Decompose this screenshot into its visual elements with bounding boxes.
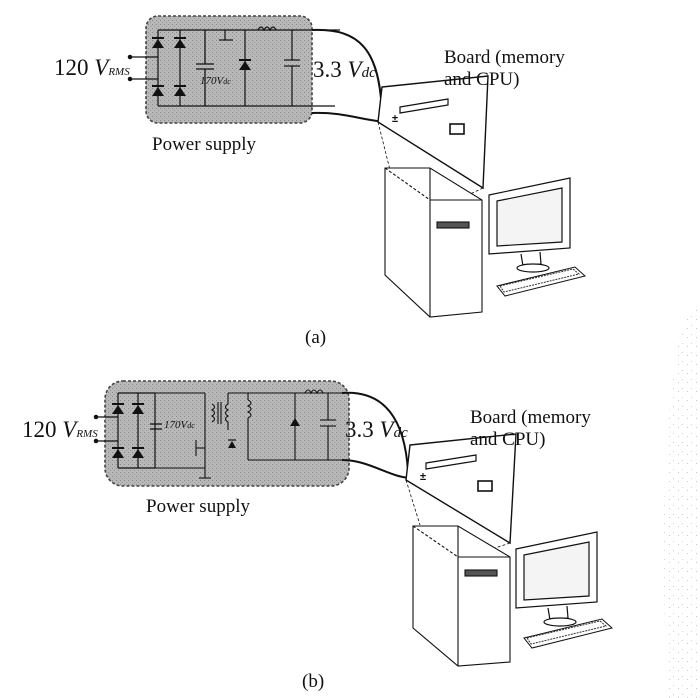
- capacitor-icon: [196, 30, 214, 106]
- figure-b: ±: [93, 380, 614, 667]
- dc-bus-label-a: 170Vdc: [200, 76, 231, 87]
- diode-bar: [239, 59, 251, 61]
- dc-bus-subscript: dc: [187, 421, 195, 430]
- output-voltage-unit: V: [347, 57, 362, 82]
- circuit-board-icon: ±: [405, 433, 517, 545]
- input-voltage-unit: V: [62, 417, 77, 442]
- diode-icon: [290, 418, 300, 426]
- input-voltage-value: 120: [22, 417, 57, 442]
- diode-icon: [239, 61, 251, 70]
- input-wires: [127, 54, 158, 82]
- input-wires: [93, 414, 118, 444]
- diode-icon: [112, 403, 144, 458]
- output-voltage-label-a: 3.3 Vdc: [313, 58, 376, 81]
- transistor-icon: [228, 439, 236, 448]
- monitor-icon: [515, 531, 598, 627]
- output-voltage-unit: V: [379, 417, 394, 442]
- figure-a: ±: [127, 15, 587, 318]
- secondary-stage: [246, 389, 342, 461]
- board-label-line1-a: Board (memory: [444, 47, 565, 68]
- input-voltage-subscript: RMS: [108, 66, 130, 78]
- output-voltage-value: 3.3: [313, 57, 342, 82]
- input-voltage-unit: V: [94, 55, 109, 80]
- diode-icon: [152, 37, 186, 96]
- capacitor-icon: [150, 423, 162, 430]
- input-voltage-label-a: 120 VRMS: [54, 56, 130, 79]
- terminal-sign-a: ±: [392, 113, 398, 125]
- dc-bus-unit: V: [180, 419, 188, 431]
- power-supply-block: [145, 15, 313, 124]
- computer-tower-icon: [412, 525, 511, 667]
- caption-b: (b): [302, 671, 325, 692]
- board-projection-lines: [377, 121, 484, 196]
- terminal-sign-b: ±: [420, 471, 426, 483]
- output-voltage-label-b: 3.3 Vdc: [345, 418, 408, 441]
- computer-tower-icon: [384, 167, 483, 318]
- output-voltage-subscript: dc: [361, 65, 376, 81]
- keyboard-icon: [523, 618, 614, 649]
- input-voltage-value: 120: [54, 55, 89, 80]
- keyboard-icon: [496, 266, 587, 297]
- dc-bus-label-b: 170Vdc: [164, 420, 195, 431]
- board-label-line1-b: Board (memory: [470, 407, 591, 428]
- power-supply-label-b: Power supply: [146, 496, 250, 517]
- monitor-icon: [488, 177, 571, 273]
- dc-bus-value: 170: [164, 419, 181, 431]
- power-supply-label-a: Power supply: [152, 134, 256, 155]
- board-label-line2-b: and CPU): [470, 429, 546, 450]
- input-voltage-label-b: 120 VRMS: [22, 418, 98, 441]
- transformer-icon: [210, 392, 260, 430]
- power-supply-block: [104, 380, 350, 487]
- scan-speckle: [663, 300, 700, 698]
- isolated-converter: [155, 392, 211, 479]
- input-voltage-subscript: RMS: [76, 428, 98, 440]
- board-projection-lines: [405, 479, 511, 549]
- output-voltage-value: 3.3: [345, 417, 374, 442]
- dc-bus-value: 170: [200, 75, 217, 87]
- dc-bus-unit: V: [216, 75, 224, 87]
- output-voltage-subscript: dc: [393, 425, 408, 441]
- board-label-line2-a: and CPU): [444, 69, 520, 90]
- dc-bus-subscript: dc: [223, 77, 231, 86]
- caption-a: (a): [305, 327, 327, 348]
